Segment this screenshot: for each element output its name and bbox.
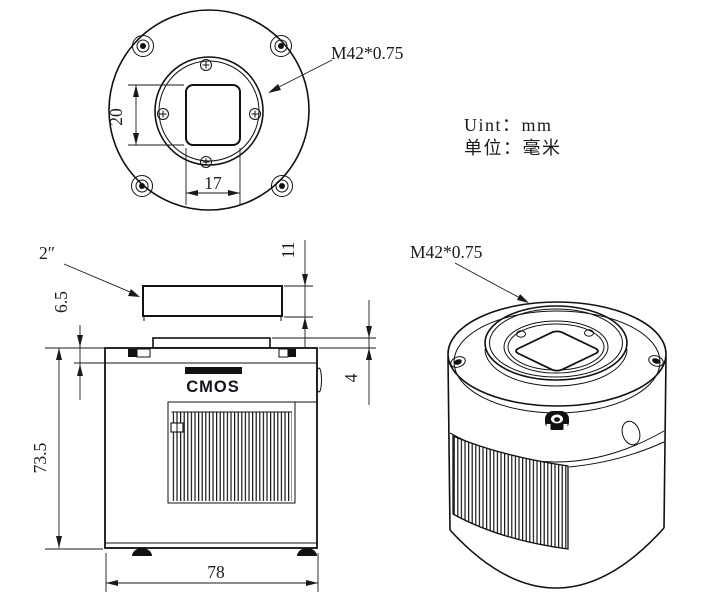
tilt-plate <box>152 337 271 349</box>
iso-m42-ring-face <box>484 348 628 387</box>
iso-recess-hole-left <box>516 330 526 338</box>
iso-recess-hole-right <box>584 329 594 337</box>
iso-thread-leader <box>454 262 529 303</box>
iso-screw-front <box>545 411 569 430</box>
iso-view: M42*0.75 <box>410 242 667 589</box>
m42-ring-outer <box>154 56 264 166</box>
nosepiece-2inch <box>142 285 283 317</box>
sensor-window-front <box>185 84 241 146</box>
iso-m42-ring <box>484 305 628 381</box>
dim-window-height <box>128 84 184 146</box>
front-view: 20 17 M42*0.75 <box>106 9 404 211</box>
front-ring-screws <box>157 59 261 168</box>
iso-recess-outer <box>503 320 609 374</box>
nosepiece-leader <box>63 263 140 297</box>
front-corner-screws <box>131 35 293 197</box>
iso-screw-left <box>450 356 466 368</box>
top-plate-clips <box>128 348 296 358</box>
iso-top-face <box>447 301 667 407</box>
unit-note: Uint：mm 单位：毫米 <box>464 114 562 160</box>
m42-ring-inner <box>158 60 260 162</box>
unit-note-line1: Uint：mm <box>464 115 553 135</box>
dim-nosepiece-height-label: 11 <box>278 242 298 259</box>
unit-note-line2: 单位：毫米 <box>464 138 562 158</box>
iso-sensor-window <box>513 330 601 372</box>
front-body-outline <box>108 9 310 211</box>
heatsink-iso <box>452 435 569 550</box>
dim-body-width <box>105 553 319 592</box>
dim-nosepiece-height <box>284 240 313 348</box>
front-thread-leader <box>268 59 333 93</box>
iso-screw-right <box>648 355 664 367</box>
iso-band-lower-edge2 <box>568 441 665 468</box>
foot-left <box>132 548 152 556</box>
nosepiece-label: 2″ <box>39 243 55 263</box>
dim-body-height <box>45 348 103 550</box>
dim-tilt-plate-height-label: 4 <box>341 373 361 382</box>
iso-m42-ring-inner <box>489 308 623 378</box>
cmos-sensor-bar <box>185 367 242 374</box>
dim-window-width-label: 17 <box>204 173 222 193</box>
iso-body-left-edge <box>447 356 451 531</box>
dim-window-height-label: 20 <box>106 108 126 126</box>
dim-face-to-sensor-label: 6.5 <box>51 291 71 313</box>
cmos-label: CMOS <box>186 378 240 396</box>
iso-side-port <box>621 420 641 446</box>
dim-body-height-label: 73.5 <box>30 442 50 473</box>
dim-tilt-plate-height <box>272 300 376 405</box>
dim-face-to-sensor <box>45 325 105 400</box>
side-view: CMOS 6.5 73.5 <box>30 240 376 592</box>
iso-body-right-edge <box>663 356 667 529</box>
foot-right <box>297 548 317 556</box>
iso-body-bottom <box>449 527 665 589</box>
front-thread-label: M42*0.75 <box>331 43 404 63</box>
dim-body-width-label: 78 <box>207 562 225 582</box>
side-port-sliver <box>316 367 322 393</box>
dim-window-width <box>185 148 241 205</box>
iso-thread-label: M42*0.75 <box>410 242 483 262</box>
heatsink-side <box>167 401 296 504</box>
